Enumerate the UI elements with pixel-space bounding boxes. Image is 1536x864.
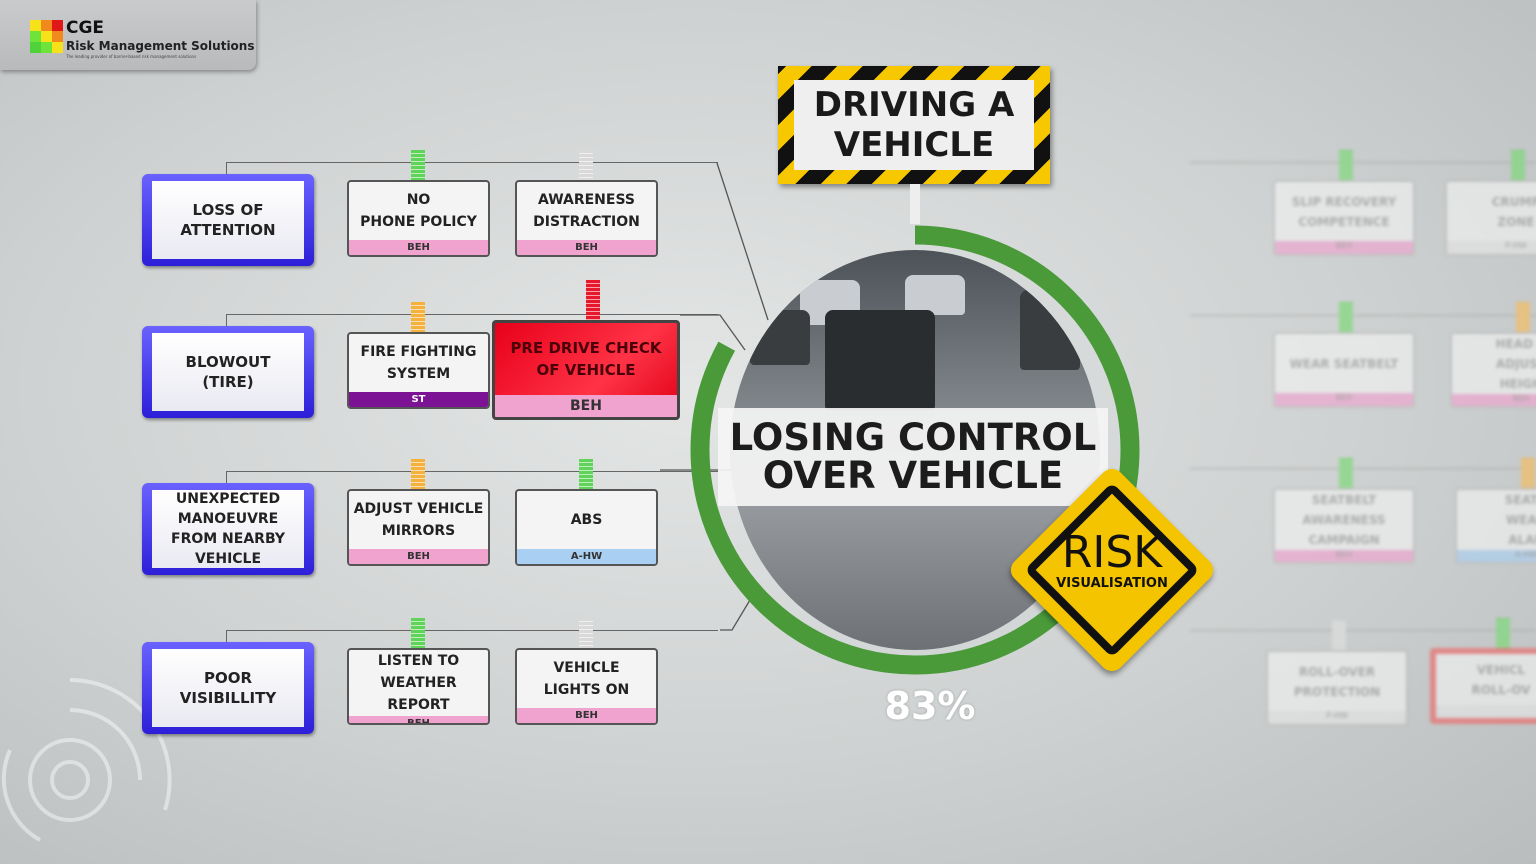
barrier-label: ADJUST VEHICLE MIRRORS — [353, 501, 484, 539]
row-connector — [1190, 162, 1536, 163]
barrier-status-indicator — [1521, 458, 1535, 488]
barrier-box[interactable]: NO PHONE POLICY BEH — [347, 180, 490, 257]
barrier-box[interactable]: PRE DRIVE CHECK OF VEHICLE BEH — [492, 320, 680, 420]
barrier-type-tag: P-HW — [1268, 711, 1406, 724]
barrier-type-tag: ST — [349, 392, 488, 407]
barrier-status-indicator — [586, 280, 600, 320]
threat-box[interactable]: LOSS OF ATTENTION — [142, 174, 314, 266]
threat-label: UNEXPECTED MANOEUVRE FROM NEARBY VEHICLE — [152, 490, 304, 568]
barrier-box[interactable]: ABS A-HW — [515, 489, 658, 566]
barrier-label: ABS — [570, 512, 603, 528]
company-logo: CGE Risk Management Solutions The leadin… — [0, 0, 256, 70]
barrier-type-tag — [1436, 705, 1536, 718]
barrier-type-tag: BEH — [1275, 550, 1413, 562]
barrier-label: VEHICLE LIGHTS ON — [543, 660, 630, 698]
barrier-type-tag: BEH — [1275, 393, 1413, 406]
barrier-status-indicator — [1339, 458, 1353, 488]
row-connector — [226, 162, 718, 174]
logo-name: CGE — [66, 18, 105, 38]
barrier-status-indicator — [411, 302, 425, 332]
barrier-label: LISTEN TO WEATHER REPORT — [377, 653, 460, 713]
barrier-label: VEHICL ROLL-OV — [1471, 662, 1531, 697]
barrier-label: HEAD R ADJUST HEIGH — [1495, 337, 1536, 391]
barrier-box[interactable]: AWARENESS DISTRACTION BEH — [515, 180, 658, 257]
barrier-label: NO PHONE POLICY — [360, 192, 477, 230]
threat-label: LOSS OF ATTENTION — [152, 181, 304, 259]
barrier-status-indicator — [579, 459, 593, 489]
barrier-type-tag: BEH — [495, 395, 677, 417]
consequence-barrier-box[interactable]: WEAR SEATBELT BEH — [1273, 332, 1415, 408]
barrier-status-indicator — [1339, 302, 1353, 332]
row-connector — [1190, 468, 1536, 469]
barrier-type-tag: P-HW — [1447, 241, 1536, 254]
barrier-status-indicator — [1496, 618, 1510, 648]
barrier-type-tag: BEH — [1275, 241, 1413, 254]
row-connector — [226, 471, 718, 483]
progress-ring — [690, 225, 1140, 675]
progress-percent: 83% — [884, 684, 976, 728]
barrier-label: SLIP RECOVERY COMPETENCE — [1291, 194, 1397, 229]
barrier-box[interactable]: LISTEN TO WEATHER REPORT BEH — [347, 648, 490, 725]
barrier-label: PRE DRIVE CHECK OF VEHICLE — [510, 339, 662, 379]
consequence-barrier-box[interactable]: VEHICL ROLL-OV — [1430, 648, 1536, 724]
barrier-box[interactable]: VEHICLE LIGHTS ON BEH — [515, 648, 658, 725]
barrier-label: SEATB WEAR ALAR — [1504, 493, 1536, 547]
logo-subtitle: Risk Management Solutions — [66, 39, 255, 53]
sign-post — [910, 184, 920, 224]
barrier-type-tag: BEH — [349, 716, 488, 723]
consequence-barrier-box[interactable]: CRUMP ZONE P-HW — [1445, 180, 1536, 256]
barrier-label: SEATBELT AWARENESS CAMPAIGN — [1302, 493, 1386, 547]
barrier-status-indicator — [579, 618, 593, 648]
consequence-barrier-box[interactable]: SLIP RECOVERY COMPETENCE BEH — [1273, 180, 1415, 256]
barrier-label: FIRE FIGHTING SYSTEM — [360, 344, 477, 382]
barrier-type-tag: A-HW — [1457, 550, 1536, 562]
consequence-barrier-box[interactable]: ROLL-OVER PROTECTION P-HW — [1266, 650, 1408, 726]
top-event: LOSING CONTROL OVER VEHICLE — [718, 408, 1108, 506]
threat-box[interactable]: POOR VISIBILLITY — [142, 642, 314, 734]
top-event-line2: OVER VEHICLE — [762, 454, 1064, 497]
top-event-line1: LOSING CONTROL — [729, 416, 1097, 459]
row-connector — [226, 630, 718, 642]
barrier-box[interactable]: FIRE FIGHTING SYSTEM ST — [347, 332, 490, 409]
threat-box[interactable]: UNEXPECTED MANOEUVRE FROM NEARBY VEHICLE — [142, 483, 314, 575]
barrier-status-indicator — [411, 150, 425, 180]
barrier-type-tag: BEH — [349, 240, 488, 255]
logo-tagline: The leading provider of barrier-based ri… — [66, 54, 197, 59]
barrier-box[interactable]: ADJUST VEHICLE MIRRORS BEH — [347, 489, 490, 566]
barrier-status-indicator — [1332, 620, 1346, 650]
threat-box[interactable]: BLOWOUT (TIRE) — [142, 326, 314, 418]
barrier-status-indicator — [411, 618, 425, 648]
row-connector — [226, 314, 718, 326]
consequence-barrier-box[interactable]: SEATBELT AWARENESS CAMPAIGN BEH — [1273, 488, 1415, 564]
barrier-type-tag: BEH — [349, 549, 488, 564]
row-connector — [1190, 315, 1536, 316]
hazard-title: DRIVING A VEHICLE — [794, 80, 1034, 170]
barrier-type-tag: BEH — [517, 708, 656, 723]
barrier-label: WEAR SEATBELT — [1289, 356, 1399, 371]
barrier-status-indicator — [411, 459, 425, 489]
barrier-type-tag: BEH — [517, 240, 656, 255]
risk-badge: RISK VISUALISATION — [1012, 527, 1212, 592]
barrier-type-tag: BEH — [1452, 394, 1536, 406]
barrier-label: AWARENESS DISTRACTION — [533, 192, 640, 230]
risk-subtitle: VISUALISATION — [1056, 576, 1168, 591]
barrier-label: ROLL-OVER PROTECTION — [1293, 664, 1381, 699]
risk-title: RISK — [1061, 527, 1163, 578]
progress-arc — [690, 225, 1140, 675]
barrier-status-indicator — [1516, 302, 1530, 332]
barrier-status-indicator — [1339, 150, 1353, 180]
consequence-barrier-box[interactable]: SEATB WEAR ALAR A-HW — [1455, 488, 1536, 564]
barrier-status-indicator — [1511, 150, 1525, 180]
threat-label: BLOWOUT (TIRE) — [152, 333, 304, 411]
hazard-sign: DRIVING A VEHICLE — [778, 66, 1050, 184]
barrier-label: CRUMP ZONE — [1491, 194, 1536, 229]
threat-label: POOR VISIBILLITY — [152, 649, 304, 727]
barrier-type-tag: A-HW — [517, 549, 656, 564]
row-connector — [1190, 630, 1536, 631]
barrier-status-indicator — [579, 150, 593, 180]
consequence-barrier-box[interactable]: HEAD R ADJUST HEIGH BEH — [1450, 332, 1536, 408]
